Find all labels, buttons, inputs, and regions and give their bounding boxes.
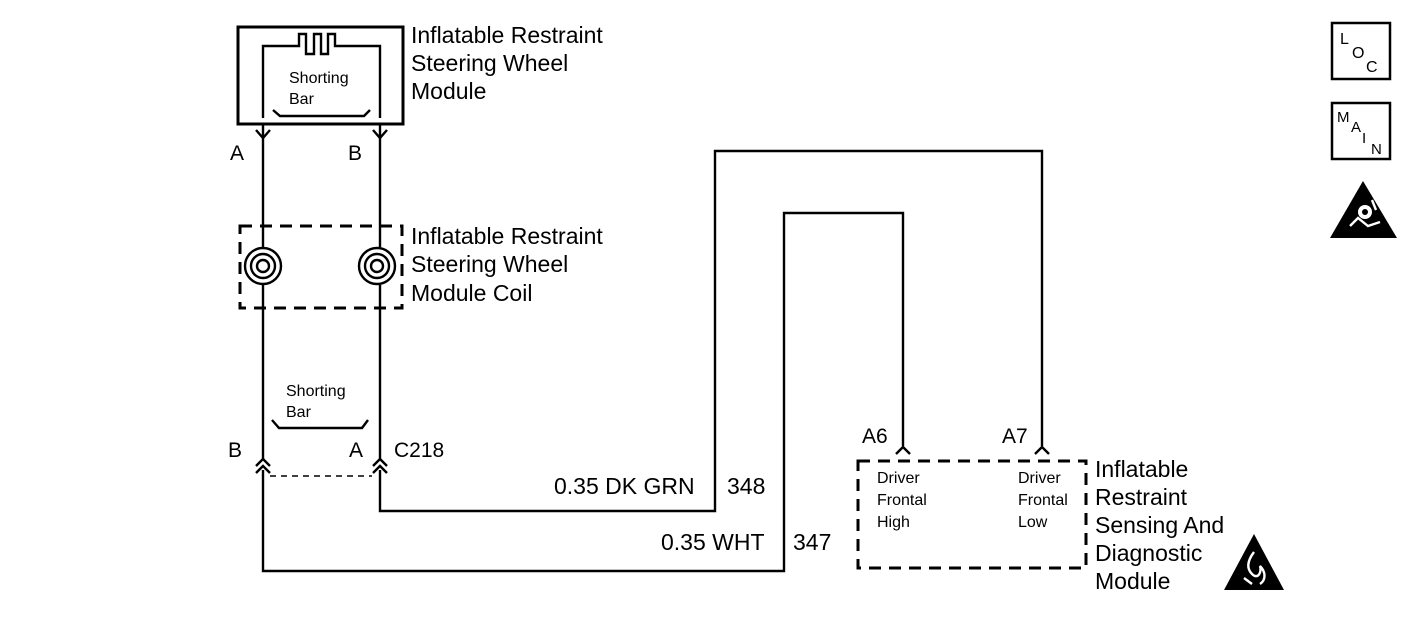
coil-right-spiral-icon [357, 246, 397, 286]
coil-label-3: Module Coil [411, 280, 532, 306]
sdm-a7-desc-3: Low [1018, 514, 1048, 531]
sdm-label-2: Restraint [1095, 484, 1188, 510]
steering-module-label-1: Inflatable Restraint [411, 22, 603, 48]
sdm-a6-desc-2: Frontal [877, 492, 927, 509]
sensing-diagnostic-module: A6 A7 Driver Frontal High Driver Frontal… [856, 425, 1284, 594]
wire-347-wht [261, 211, 905, 573]
c218-terminal-a [372, 457, 388, 474]
coil-dashed-box [238, 224, 404, 310]
connector-c218: Shorting Bar B A C218 [228, 383, 444, 477]
c218-shorting-bar-label-1: Shorting [286, 383, 346, 400]
coil-left-spiral-icon [243, 246, 283, 286]
sdm-a6-desc-1: Driver [877, 470, 920, 487]
c218-shorting-bar [271, 419, 369, 430]
main-letter-3: I [1362, 130, 1366, 147]
sdm-terminal-a7 [1034, 445, 1050, 455]
sdm-label-4: Diagnostic [1095, 540, 1202, 566]
sdm-pin-a6-label: A6 [862, 425, 888, 448]
esd-warning-icon [1224, 534, 1284, 590]
module-coil: Inflatable Restraint Steering Wheel Modu… [238, 223, 603, 310]
c218-shorting-bar-label-2: Bar [286, 404, 312, 421]
airbag-warning-icon [1330, 181, 1397, 238]
sdm-terminal-a6 [895, 445, 911, 455]
loc-icon[interactable]: L O C [1330, 21, 1392, 81]
main-letter-4: N [1371, 141, 1382, 158]
module-shorting-bar-label-2: Bar [289, 91, 315, 108]
c218-pin-a-label: A [349, 439, 363, 462]
module-inner-connector [261, 32, 382, 118]
loc-letter-3: C [1366, 59, 1378, 76]
module-shorting-bar-label-1: Shorting [289, 70, 349, 87]
wire-347-color-label: 0.35 WHT [661, 529, 765, 555]
c218-pin-b-label: B [228, 439, 242, 462]
main-letter-2: A [1351, 119, 1361, 136]
wire-348-color-label: 0.35 DK GRN [554, 473, 695, 499]
loc-letter-2: O [1352, 45, 1364, 62]
module-pin-b-label: B [348, 142, 362, 165]
sdm-label-3: Sensing And [1095, 512, 1224, 538]
sdm-label-1: Inflatable [1095, 456, 1188, 482]
sdm-pin-a7-label: A7 [1002, 425, 1028, 448]
sdm-dashed-box [856, 459, 1088, 570]
sdm-a6-desc-3: High [877, 514, 910, 531]
module-terminals: A B [230, 129, 388, 165]
module-box [236, 25, 405, 126]
main-letter-1: M [1337, 109, 1350, 126]
coil-label-1: Inflatable Restraint [411, 223, 603, 249]
steering-module-label-2: Steering Wheel [411, 50, 568, 76]
wire-348-circuit-label: 348 [727, 473, 765, 499]
module-pin-a-label: A [230, 142, 244, 165]
steering-module-label-3: Module [411, 78, 486, 104]
sdm-a7-desc-1: Driver [1018, 470, 1061, 487]
c218-connector-name: C218 [394, 439, 444, 462]
sdm-label-5: Module [1095, 568, 1170, 594]
c218-terminal-b [255, 457, 271, 474]
wire-347-circuit-label: 347 [793, 529, 831, 555]
coil-label-2: Steering Wheel [411, 251, 568, 277]
wire-348-dk-grn [378, 149, 1044, 513]
main-icon[interactable]: M A I N [1330, 101, 1392, 161]
module-shorting-bar [272, 109, 371, 118]
steering-wheel-module: Shorting Bar Inflatable Restraint Steeri… [236, 22, 603, 126]
loc-letter-1: L [1340, 31, 1349, 48]
sdm-a7-desc-2: Frontal [1018, 492, 1068, 509]
